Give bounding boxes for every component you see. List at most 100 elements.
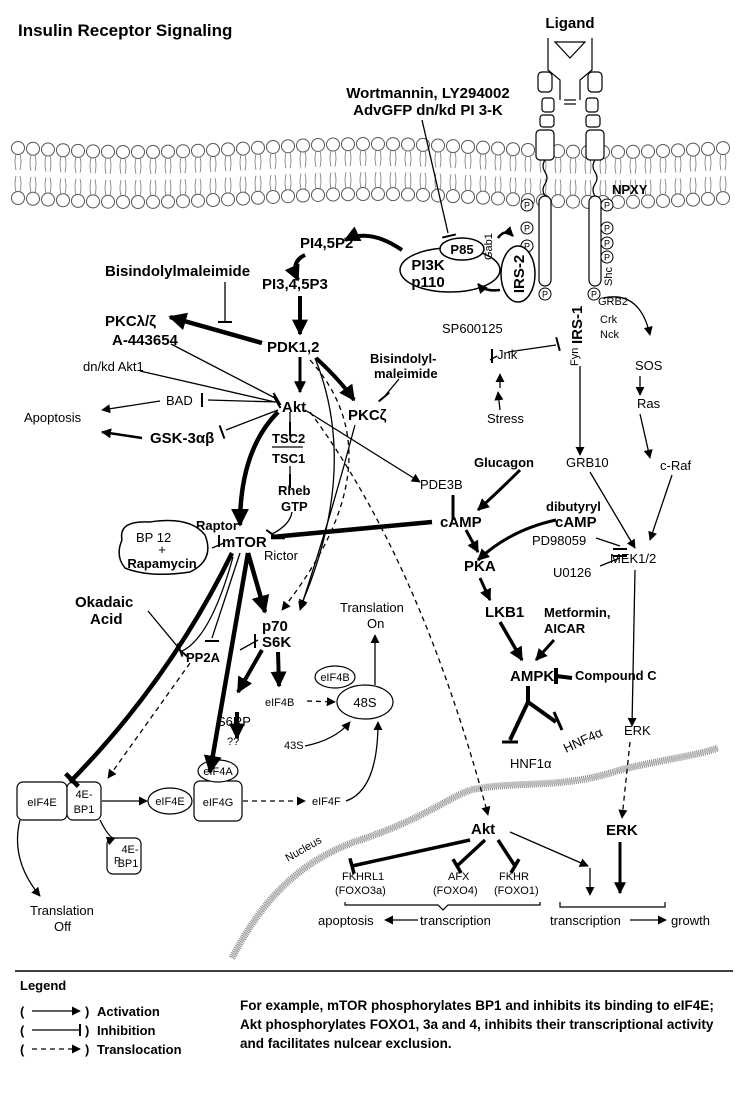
- inhibition-edge: [599, 557, 621, 567]
- inhibition-bar: [64, 772, 80, 788]
- tsc1-node: TSC1: [272, 451, 305, 466]
- transcription-outcome-label: transcription: [420, 913, 491, 928]
- ligand-triangle-icon: [553, 41, 587, 59]
- pkc-lambda-zeta-node: PKCλ/ζ: [105, 313, 156, 330]
- jnk-node: Jnk: [497, 347, 518, 362]
- phosphate-2: P: [520, 221, 534, 235]
- fyn-label: Fyn: [569, 348, 581, 366]
- svg-text:P: P: [604, 253, 610, 263]
- activation-edge: [498, 621, 524, 662]
- bp1-label-top: 4E-: [75, 789, 92, 801]
- inhibition-bar: [555, 336, 561, 352]
- pde3b-node: PDE3B: [420, 477, 463, 492]
- p85-label: P85: [450, 242, 473, 257]
- growth-outcome-label: growth: [671, 913, 710, 928]
- activation-edge: [618, 741, 631, 819]
- bisindolyl2-label-2: maleimide: [374, 366, 438, 381]
- activation-edge: [284, 253, 306, 282]
- activation-edge: [464, 529, 480, 554]
- eif4e-free-node: eIF4E: [155, 796, 184, 808]
- activation-edge: [639, 413, 653, 459]
- activation-edge: [298, 424, 356, 611]
- activation-edge: [477, 283, 501, 295]
- foxo1-label: (FOXO1): [494, 885, 539, 897]
- svg-text:P: P: [524, 224, 530, 234]
- activation-edge: [343, 226, 404, 252]
- ampk-node: AMPK: [510, 668, 554, 685]
- phosphate-8: P: [600, 236, 614, 250]
- activation-edge: [304, 721, 351, 747]
- legend-translocation-label: Translocation: [97, 1042, 182, 1057]
- nck-label: Nck: [600, 329, 619, 341]
- sp600125-label: SP600125: [442, 321, 503, 336]
- hnf1a-node: HNF1α: [510, 756, 552, 771]
- svg-text:P: P: [524, 201, 530, 211]
- tsc2-node: TSC2: [272, 431, 305, 446]
- eif4e-free-shape: [147, 787, 193, 815]
- inhibition-edge: [147, 610, 183, 653]
- inhibition-bar: [509, 858, 521, 874]
- eif4e-label: eIF4E: [27, 797, 56, 809]
- inhibition-edge: [207, 399, 279, 403]
- inhibition-bar: [441, 233, 457, 239]
- pi45p2-node: PI4,5P2: [300, 235, 353, 252]
- pathway-edges: [16, 119, 673, 925]
- raptor-label: Raptor: [196, 518, 238, 533]
- activation-edge: [602, 296, 653, 336]
- akt-node: Akt: [282, 399, 306, 416]
- foxo3a-label: (FOXO3a): [335, 885, 386, 897]
- erk-nuclear-node: ERK: [606, 822, 638, 839]
- activation-edge: [231, 410, 280, 527]
- svg-text:P: P: [591, 290, 597, 300]
- inhibition-edge: [421, 119, 449, 234]
- phosphate-10: P: [587, 287, 601, 301]
- eif4b-complex-shape: [314, 665, 356, 689]
- erk-bracket: [559, 902, 666, 908]
- svg-text:P: P: [604, 239, 610, 249]
- translation-on-label-1: Translation: [340, 600, 404, 615]
- p4ebp1-p-label: P: [114, 856, 121, 867]
- dibutyryl-camp-label: cAMP: [555, 514, 597, 531]
- activation-edge: [589, 471, 636, 549]
- glucagon-label: Glucagon: [474, 455, 534, 470]
- irs1-label: IRS-1: [569, 306, 586, 344]
- compound-c-label: Compound C: [575, 668, 657, 683]
- pi3k-label: PI3K: [411, 257, 445, 274]
- hnf4a-node: HNF4α: [561, 724, 605, 755]
- bisindolylmaleimide-label: Bisindolylmaleimide: [105, 263, 250, 280]
- inhibition-edge: [211, 552, 241, 639]
- activation-edge: [627, 569, 637, 727]
- foxo-bracket: [344, 902, 541, 911]
- legend-paren-open-1: (: [20, 1004, 25, 1019]
- erk-cyto-node: ERK: [624, 723, 651, 738]
- eif4b-complex-label: eIF4B: [320, 672, 349, 684]
- metformin-label: Metformin,: [544, 605, 610, 620]
- inhibition-edge: [555, 674, 573, 680]
- a443654-label: A-443654: [112, 332, 179, 349]
- activation-edge: [168, 312, 263, 346]
- p4ebp1-label-top: 4E-: [121, 844, 138, 856]
- translation-on-label-2: On: [367, 616, 384, 631]
- pp2a-node: PP2A: [186, 650, 221, 665]
- mtor-node: mTOR: [222, 534, 267, 551]
- legend-paren-close-2: ): [85, 1023, 89, 1038]
- ampk-branch-edge: [508, 686, 558, 741]
- inhibition-edge: [139, 370, 276, 403]
- activation-edge: [494, 391, 504, 411]
- inhibition-bar: [218, 425, 226, 439]
- npxy-label: NPXY: [612, 182, 648, 197]
- u0126-label: U0126: [553, 565, 591, 580]
- inhibition-edge: [496, 839, 517, 867]
- inhibition-edge: [179, 556, 234, 653]
- c-raf-node: c-Raf: [660, 458, 691, 473]
- activation-edge: [509, 831, 589, 867]
- inhibition-bar: [451, 858, 463, 874]
- svg-text:P: P: [604, 224, 610, 234]
- inhibition-edge: [170, 343, 276, 399]
- activation-edge: [101, 400, 161, 414]
- irs2-node: IRS-2: [500, 245, 536, 303]
- phosphate-5: P: [538, 287, 552, 301]
- activation-edge: [314, 356, 356, 402]
- inhibitor-pi3k-label-1: Wortmannin, LY294002: [346, 85, 509, 102]
- activation-edge: [203, 552, 251, 774]
